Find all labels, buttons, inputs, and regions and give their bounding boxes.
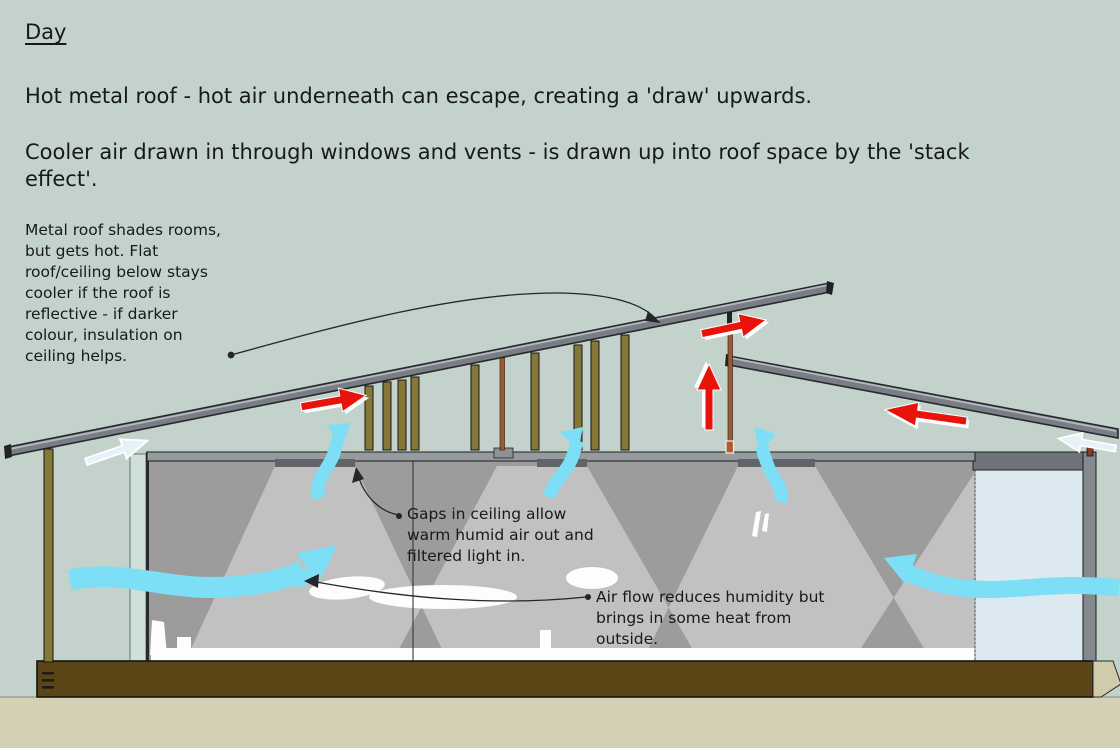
window-pane-right (974, 469, 1084, 663)
post-fixing (42, 679, 54, 682)
furniture-silhouette (177, 637, 191, 651)
warm-air-arrowhead (560, 427, 583, 451)
metal-roof-upper (4, 281, 834, 459)
cool-air-arrowhead (884, 554, 917, 585)
floor-platform (36, 660, 1120, 698)
furniture-silhouette (150, 620, 167, 655)
window-header (972, 451, 1086, 471)
furniture-silhouette (540, 630, 551, 649)
metal-roof-lower (725, 354, 1119, 439)
post-fixing (42, 672, 54, 675)
light-pool (566, 567, 618, 589)
note-air-flow: Air flow reduces humidity but brings in … (596, 588, 830, 648)
light-shafts (185, 466, 1083, 662)
warm-air-arrowhead (754, 427, 776, 453)
cool-air-inflow-right (900, 563, 1120, 599)
ceiling (146, 447, 976, 467)
light-streak (752, 511, 761, 537)
roof-end-cap (4, 444, 12, 459)
eave-post (43, 448, 54, 663)
warm-air-gap-flow-3 (755, 445, 788, 505)
post-fixing (42, 686, 54, 689)
warm-air-arrowhead (327, 423, 351, 446)
leader-airflow-note (315, 581, 587, 602)
cool-air-inflow-left (67, 561, 308, 599)
cool-air-flows (67, 423, 1120, 599)
room-interior (147, 455, 1096, 695)
cool-air-arrowhead (296, 545, 337, 581)
page-title: Day (25, 20, 67, 44)
structure (43, 312, 1094, 663)
ceiling-gap (738, 459, 815, 467)
vent-pipe (499, 357, 505, 451)
roof-ridge-cap (826, 281, 834, 295)
right-wall (1082, 451, 1097, 663)
note-metal-roof: Metal roof shades rooms, but gets hot. F… (25, 221, 226, 365)
left-wall (146, 452, 149, 662)
note-ceiling-gaps: Gaps in ceiling allow warm humid air out… (407, 505, 599, 565)
leader-lines (227, 292, 661, 602)
floor-end-face (1092, 660, 1120, 698)
intro-line-2: Cooler air drawn in through windows and … (25, 140, 977, 191)
bed-platform (151, 648, 975, 662)
hot-air-arrow-up (694, 361, 722, 431)
light-pool (309, 576, 385, 600)
ceiling-gap (275, 459, 355, 467)
ceiling-gap (537, 459, 587, 467)
leader-roof-note (230, 292, 656, 356)
light-pool (369, 585, 517, 609)
intro-line-1: Hot metal roof - hot air underneath can … (25, 84, 813, 108)
left-wall-louvre (129, 453, 147, 663)
ground (0, 697, 1120, 748)
roof-studs (364, 334, 630, 451)
light-streak (762, 513, 769, 532)
